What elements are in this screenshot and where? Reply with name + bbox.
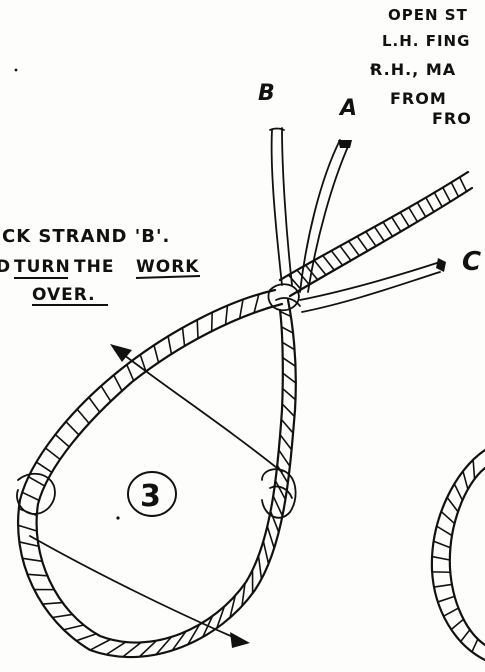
tuck-detail-middle (261, 468, 297, 519)
label-strand-c: C (462, 247, 482, 277)
instruction-line: L.H. FING (382, 32, 470, 50)
underline-work (135, 275, 201, 279)
tuck-detail-left (16, 472, 56, 515)
dot-mark (116, 516, 120, 520)
rope-right-loop-partial (430, 448, 485, 662)
instruction-line-2a: D (0, 257, 11, 277)
dot-mark (370, 66, 374, 70)
instruction-word-work: WORK (136, 257, 199, 277)
instruction-line: FROM (390, 89, 447, 108)
instruction-left: CK STRAND 'B'. D TURN THE WORK OVER. (0, 226, 201, 306)
instruction-word-turn: TURN (14, 257, 71, 277)
instruction-line-3: OVER. (32, 285, 96, 305)
instruction-line: OPEN ST (388, 6, 468, 24)
strand-c (299, 258, 446, 313)
direction-arrow-lower (29, 535, 250, 648)
dot-mark (14, 68, 18, 72)
label-strand-b: B (258, 81, 276, 106)
step-number: 3 (140, 479, 162, 514)
step-number-badge: 3 (127, 471, 177, 517)
strand-b (269, 127, 293, 286)
instruction-line-1: CK STRAND 'B'. (2, 226, 170, 247)
instruction-line: FRO (432, 109, 472, 128)
instruction-top-right: OPEN ST L.H. FING R.H., MA FROM FRO (370, 6, 472, 128)
rope-standing-part (278, 170, 474, 298)
strand-a (299, 139, 352, 293)
label-strand-a: A (338, 96, 358, 121)
rope-eye-loop (17, 288, 297, 659)
instruction-line: R.H., MA (370, 60, 456, 79)
direction-arrow-upper (110, 344, 283, 473)
tuck-detail-top (267, 283, 301, 312)
instruction-word-the: THE (74, 257, 114, 277)
